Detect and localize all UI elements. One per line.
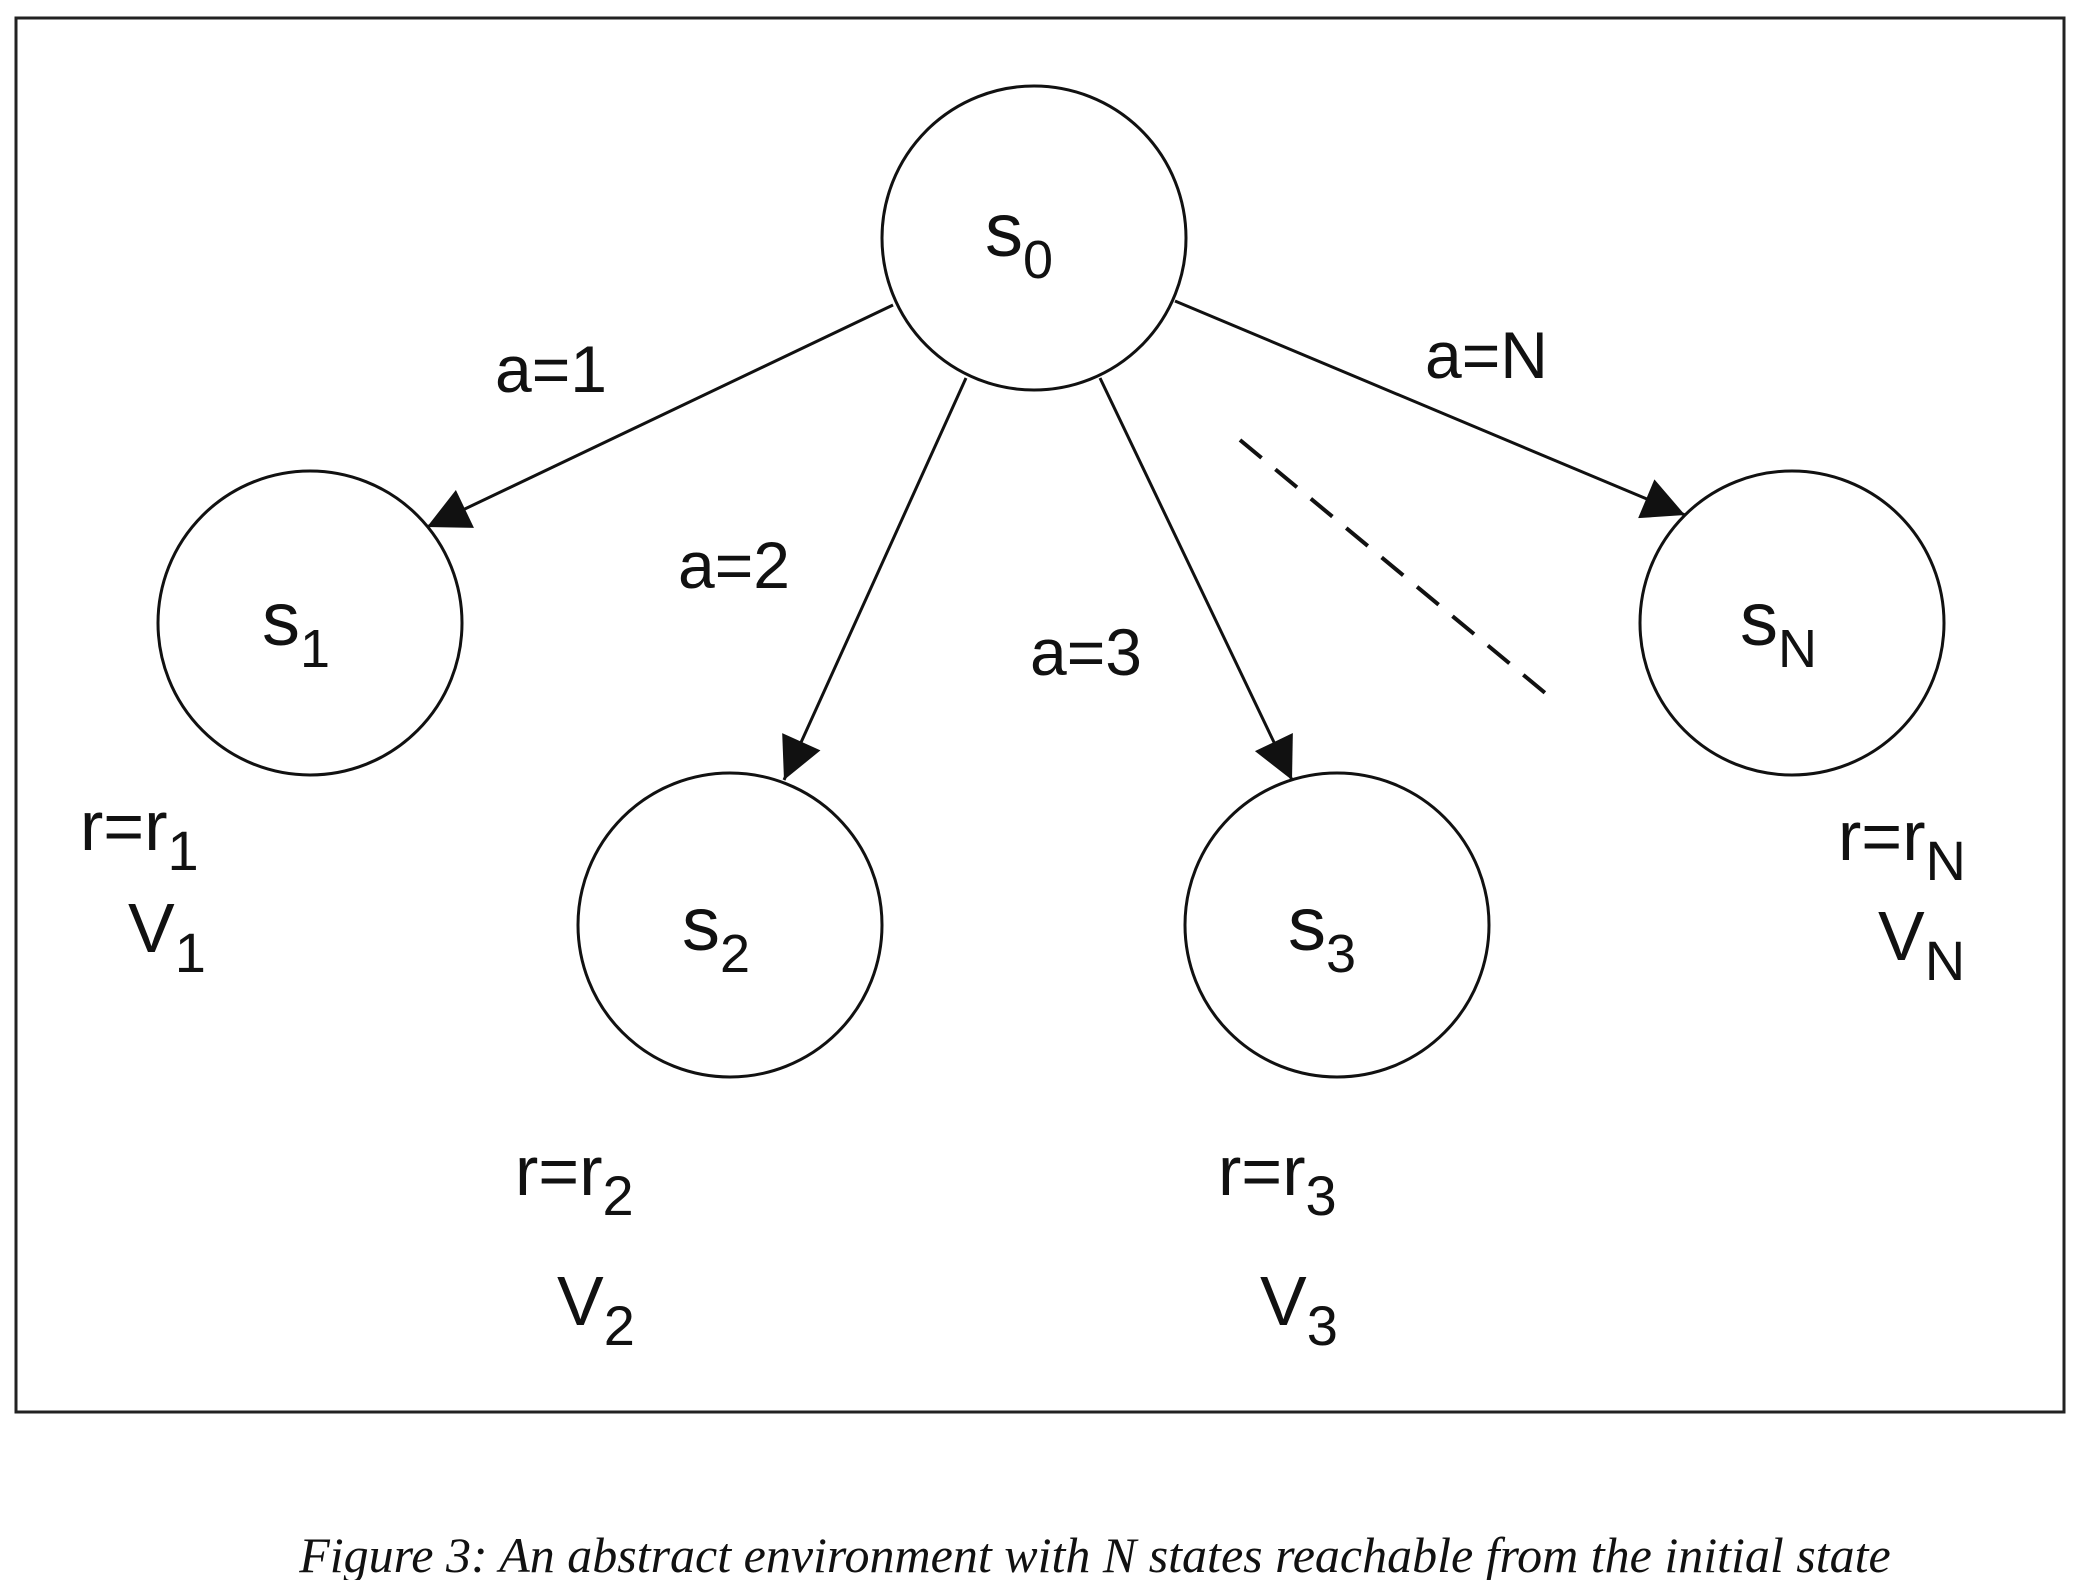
edge-s0-s2 (782, 377, 968, 781)
value-label-v2: V2 (557, 1262, 635, 1357)
state-node-s3 (1183, 771, 1491, 1079)
state-label-sN: sN (1740, 577, 1817, 679)
action-label-a1: a=1 (495, 332, 607, 406)
state-label-s2: s2 (682, 882, 750, 984)
state-node-s2 (576, 771, 884, 1079)
ellipsis-dashed-line (1238, 438, 1552, 699)
action-label-aN: a=N (1425, 318, 1548, 392)
action-label-a2: a=2 (678, 528, 790, 602)
edge-s0-s3 (1098, 377, 1294, 781)
state-label-s3: s3 (1288, 882, 1356, 984)
state-label-s1: s1 (262, 577, 330, 679)
value-label-v1: V1 (128, 889, 206, 984)
value-label-vN: VN (1878, 897, 1965, 992)
action-label-a3: a=3 (1030, 615, 1142, 689)
figure-caption: Figure 3: An abstract environment with N… (298, 1527, 1891, 1580)
state-node-sN (1638, 469, 1946, 777)
edge-s0-s1 (426, 303, 894, 529)
reward-label-r1: r=r1 (80, 787, 199, 882)
state-node-s0 (880, 84, 1188, 392)
value-label-v3: V3 (1260, 1262, 1338, 1357)
reward-label-rN: r=rN (1838, 797, 1966, 892)
state-label-s0: s0 (985, 188, 1053, 290)
reward-label-r3: r=r3 (1218, 1132, 1337, 1227)
diagram-frame (14, 16, 2066, 1414)
state-node-s1 (156, 469, 464, 777)
reward-label-r2: r=r2 (515, 1132, 634, 1227)
edge-s0-sN (1174, 299, 1686, 519)
